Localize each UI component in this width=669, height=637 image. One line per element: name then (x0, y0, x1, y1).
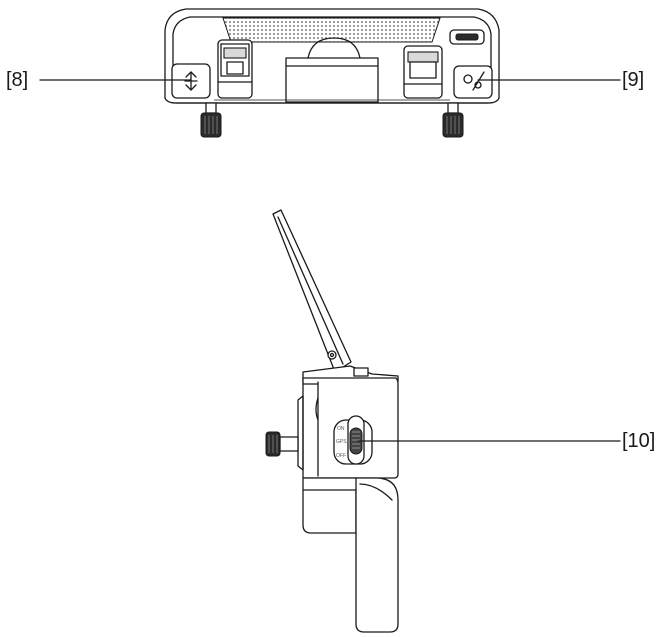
left-latch (217, 39, 253, 99)
callout-8: [8] (6, 69, 29, 91)
adjust-button-8 (171, 63, 211, 99)
gps-switch: ON GPS OFF (333, 415, 373, 465)
switch-on-label: ON (337, 426, 345, 432)
switch-off-label: OFF (336, 453, 346, 459)
callout-9: [9] (622, 69, 645, 91)
switch-gps-label: GPS (336, 439, 347, 445)
handle (302, 477, 399, 633)
right-latch (403, 45, 443, 99)
right-foot (442, 102, 464, 138)
power-button-9 (453, 65, 493, 99)
side-knob (265, 431, 299, 457)
callout-10: [10] (622, 430, 656, 452)
antenna-panel (272, 209, 352, 373)
speaker-grille (222, 17, 441, 43)
left-foot (200, 102, 222, 138)
device-front-view (39, 8, 621, 138)
device-side-view: ON GPS OFF (265, 209, 621, 633)
